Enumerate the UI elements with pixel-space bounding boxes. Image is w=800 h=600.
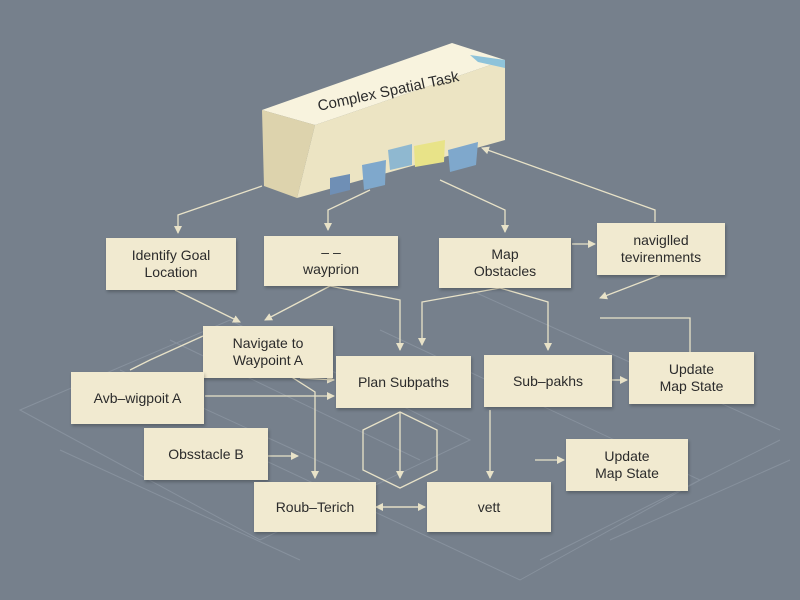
title-block-3d [262,43,505,198]
node-vett: vett [427,482,551,532]
node-label: Identify Goal Location [131,247,211,280]
node-label: vett [477,498,501,515]
node-update-map-state-1: Update Map State [629,352,754,404]
arrow-naviglled-out [599,274,661,300]
arrow-map-to-subpaths [499,287,552,351]
background-grid [18,289,791,581]
node-label: Map Obstacles [473,246,537,279]
node-roub-terich: Roub–Terich [254,482,376,532]
arrow-title-to-identify [174,185,263,234]
arrow-title-to-map [439,179,509,233]
arrow-navigate-to-roub [289,375,319,479]
node-label: Roub–Terich [275,498,355,515]
node-update-map-state-2: Update Map State [566,439,688,491]
arrow-wayprion-to-plan [329,285,404,351]
node-map-obstacles: Map Obstacles [439,238,571,288]
node-naviglled: naviglled tevirenments [597,223,725,275]
node-label: naviglled tevirenments [620,232,702,265]
node-label: Obsstacle B [168,445,244,462]
arrow-navigate-to-plan [299,375,335,384]
arrow-update-up [600,317,691,352]
connectors [129,146,691,511]
node-label: Avb–wigpoit A [93,389,182,406]
node-avb-wigpoit: Avb–wigpoit A [71,372,204,424]
arrow-naviglled-to-title [481,146,656,222]
node-navigate-waypoint-a: Navigate to Waypoint A [203,326,333,378]
node-label: Plan Subpaths [357,373,450,390]
node-label: Update Map State [595,448,659,481]
node-identify-goal: Identify Goal Location [106,238,236,290]
arrow-title-to-wayprion [324,189,371,231]
arrow-map-to-plan [418,287,501,346]
node-label: Navigate to Waypoint A [232,335,304,368]
node-label: Sub–pakhs [512,372,584,389]
node-sub-pakhs: Sub–pakhs [484,355,612,407]
node-wayprion: – – wayprion [264,236,398,286]
node-label: Update Map State [659,361,724,394]
node-label: – – wayprion [302,244,360,277]
arrow-identify-to-navigate [174,289,241,323]
arrow-navigate-left [129,335,204,371]
node-obsstacle-b: Obsstacle B [144,428,268,480]
arrow-wayprion-to-navigate [264,285,331,321]
node-plan-subpaths: Plan Subpaths [336,356,471,408]
